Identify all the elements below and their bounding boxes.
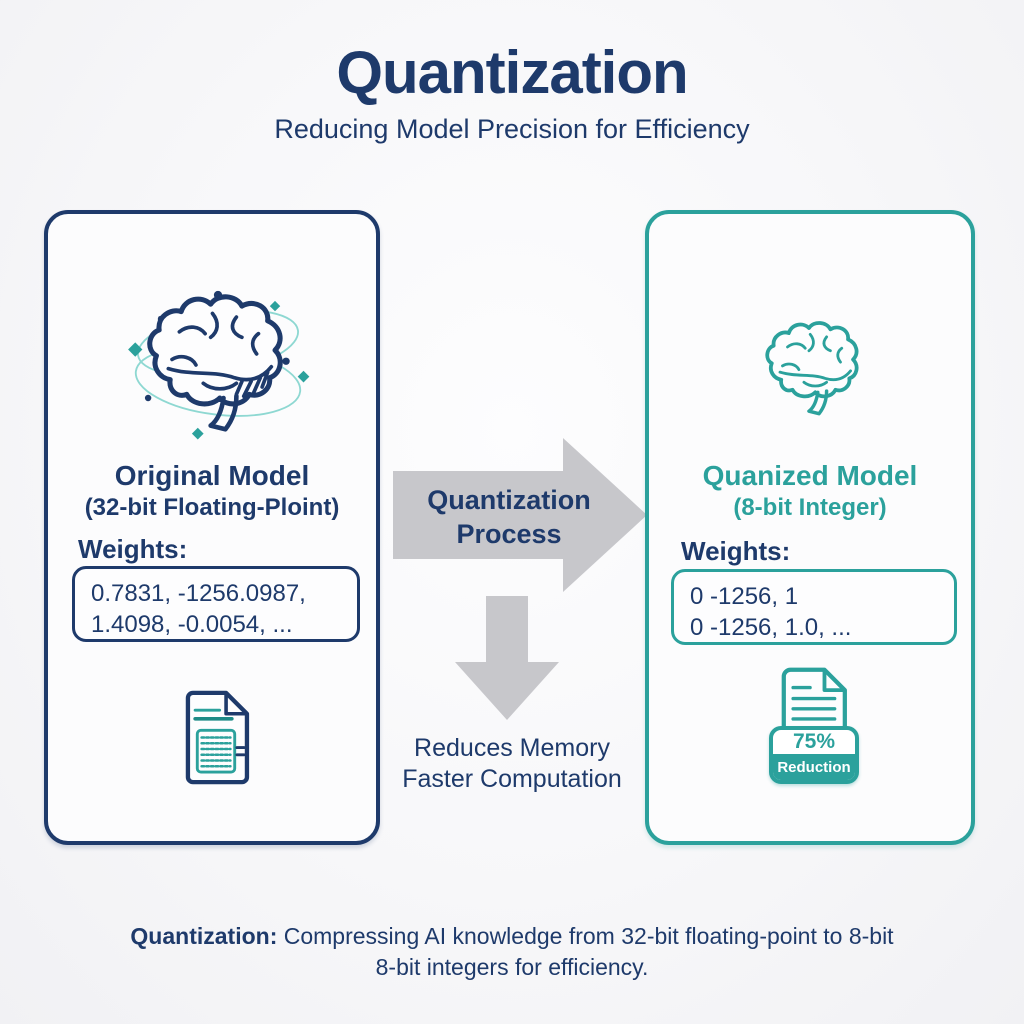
benefit-line1: Reduces Memory (414, 734, 610, 762)
footer-caption-bold: Quantization: (130, 923, 278, 949)
document-shape (781, 667, 847, 739)
right-card-title: Quanized Model (702, 460, 918, 491)
process-arrow-label-line2: Process (456, 518, 562, 549)
footer-caption-rest: Compressing AI knowledge from 32-bit flo… (277, 923, 894, 949)
left-weights-line1: 0.7831, -1256.0987, (91, 580, 306, 607)
footer-caption-line2: 8-bit integers for efficiency. (375, 954, 649, 981)
reduction-badge: 75% Reduction (769, 726, 859, 784)
footer-caption: Quantization: Compressing AI knowledge f… (0, 921, 1024, 983)
right-weights-box: 0 -1256, 1 0 -1256, 1.0, ... (671, 569, 957, 645)
weights-document-icon (185, 690, 250, 785)
left-weights-label: Weights: (78, 534, 188, 564)
right-weights-line2: 0 -1256, 1.0, ... (690, 614, 852, 642)
page-title: Quantization (336, 39, 688, 106)
arrow-down-icon (455, 596, 559, 720)
brain-network-icon (128, 290, 310, 440)
process-arrow-label-line1: Quantization (427, 485, 591, 515)
quantized-model-card: Quanized Model (8-bit Integer) Weights: … (645, 210, 975, 845)
benefits-text: Reduces Memory Faster Computation (362, 733, 662, 795)
benefit-line2: Faster Computation (402, 765, 622, 793)
left-card-subtitle: (32-bit Floating-Ploint) (84, 494, 340, 521)
page-subtitle: Reducing Model Precision for Efficiency (274, 114, 750, 144)
left-weights-line2: 1.4098, -0.0054, ... (91, 611, 293, 639)
right-weights-line1: 0 -1256, 1 (690, 583, 799, 610)
brain-icon (765, 321, 859, 416)
footer-caption-line1: Quantization: Compressing AI knowledge f… (0, 921, 1024, 952)
right-card-subtitle: (8-bit Integer) (733, 494, 887, 521)
compressed-document-icon: 75% Reduction (769, 662, 859, 788)
reduction-label: Reduction (773, 754, 855, 780)
reduction-percent: 75% (792, 730, 836, 753)
arrow-right-icon (393, 438, 647, 592)
left-card-title: Original Model (114, 460, 310, 491)
original-model-card: Original Model (32-bit Floating-Ploint) … (44, 210, 380, 845)
right-weights-label: Weights: (681, 536, 791, 566)
left-weights-box: 0.7831, -1256.0987, 1.4098, -0.0054, ... (72, 566, 360, 642)
process-arrow-label: Quantization Process (404, 484, 614, 552)
